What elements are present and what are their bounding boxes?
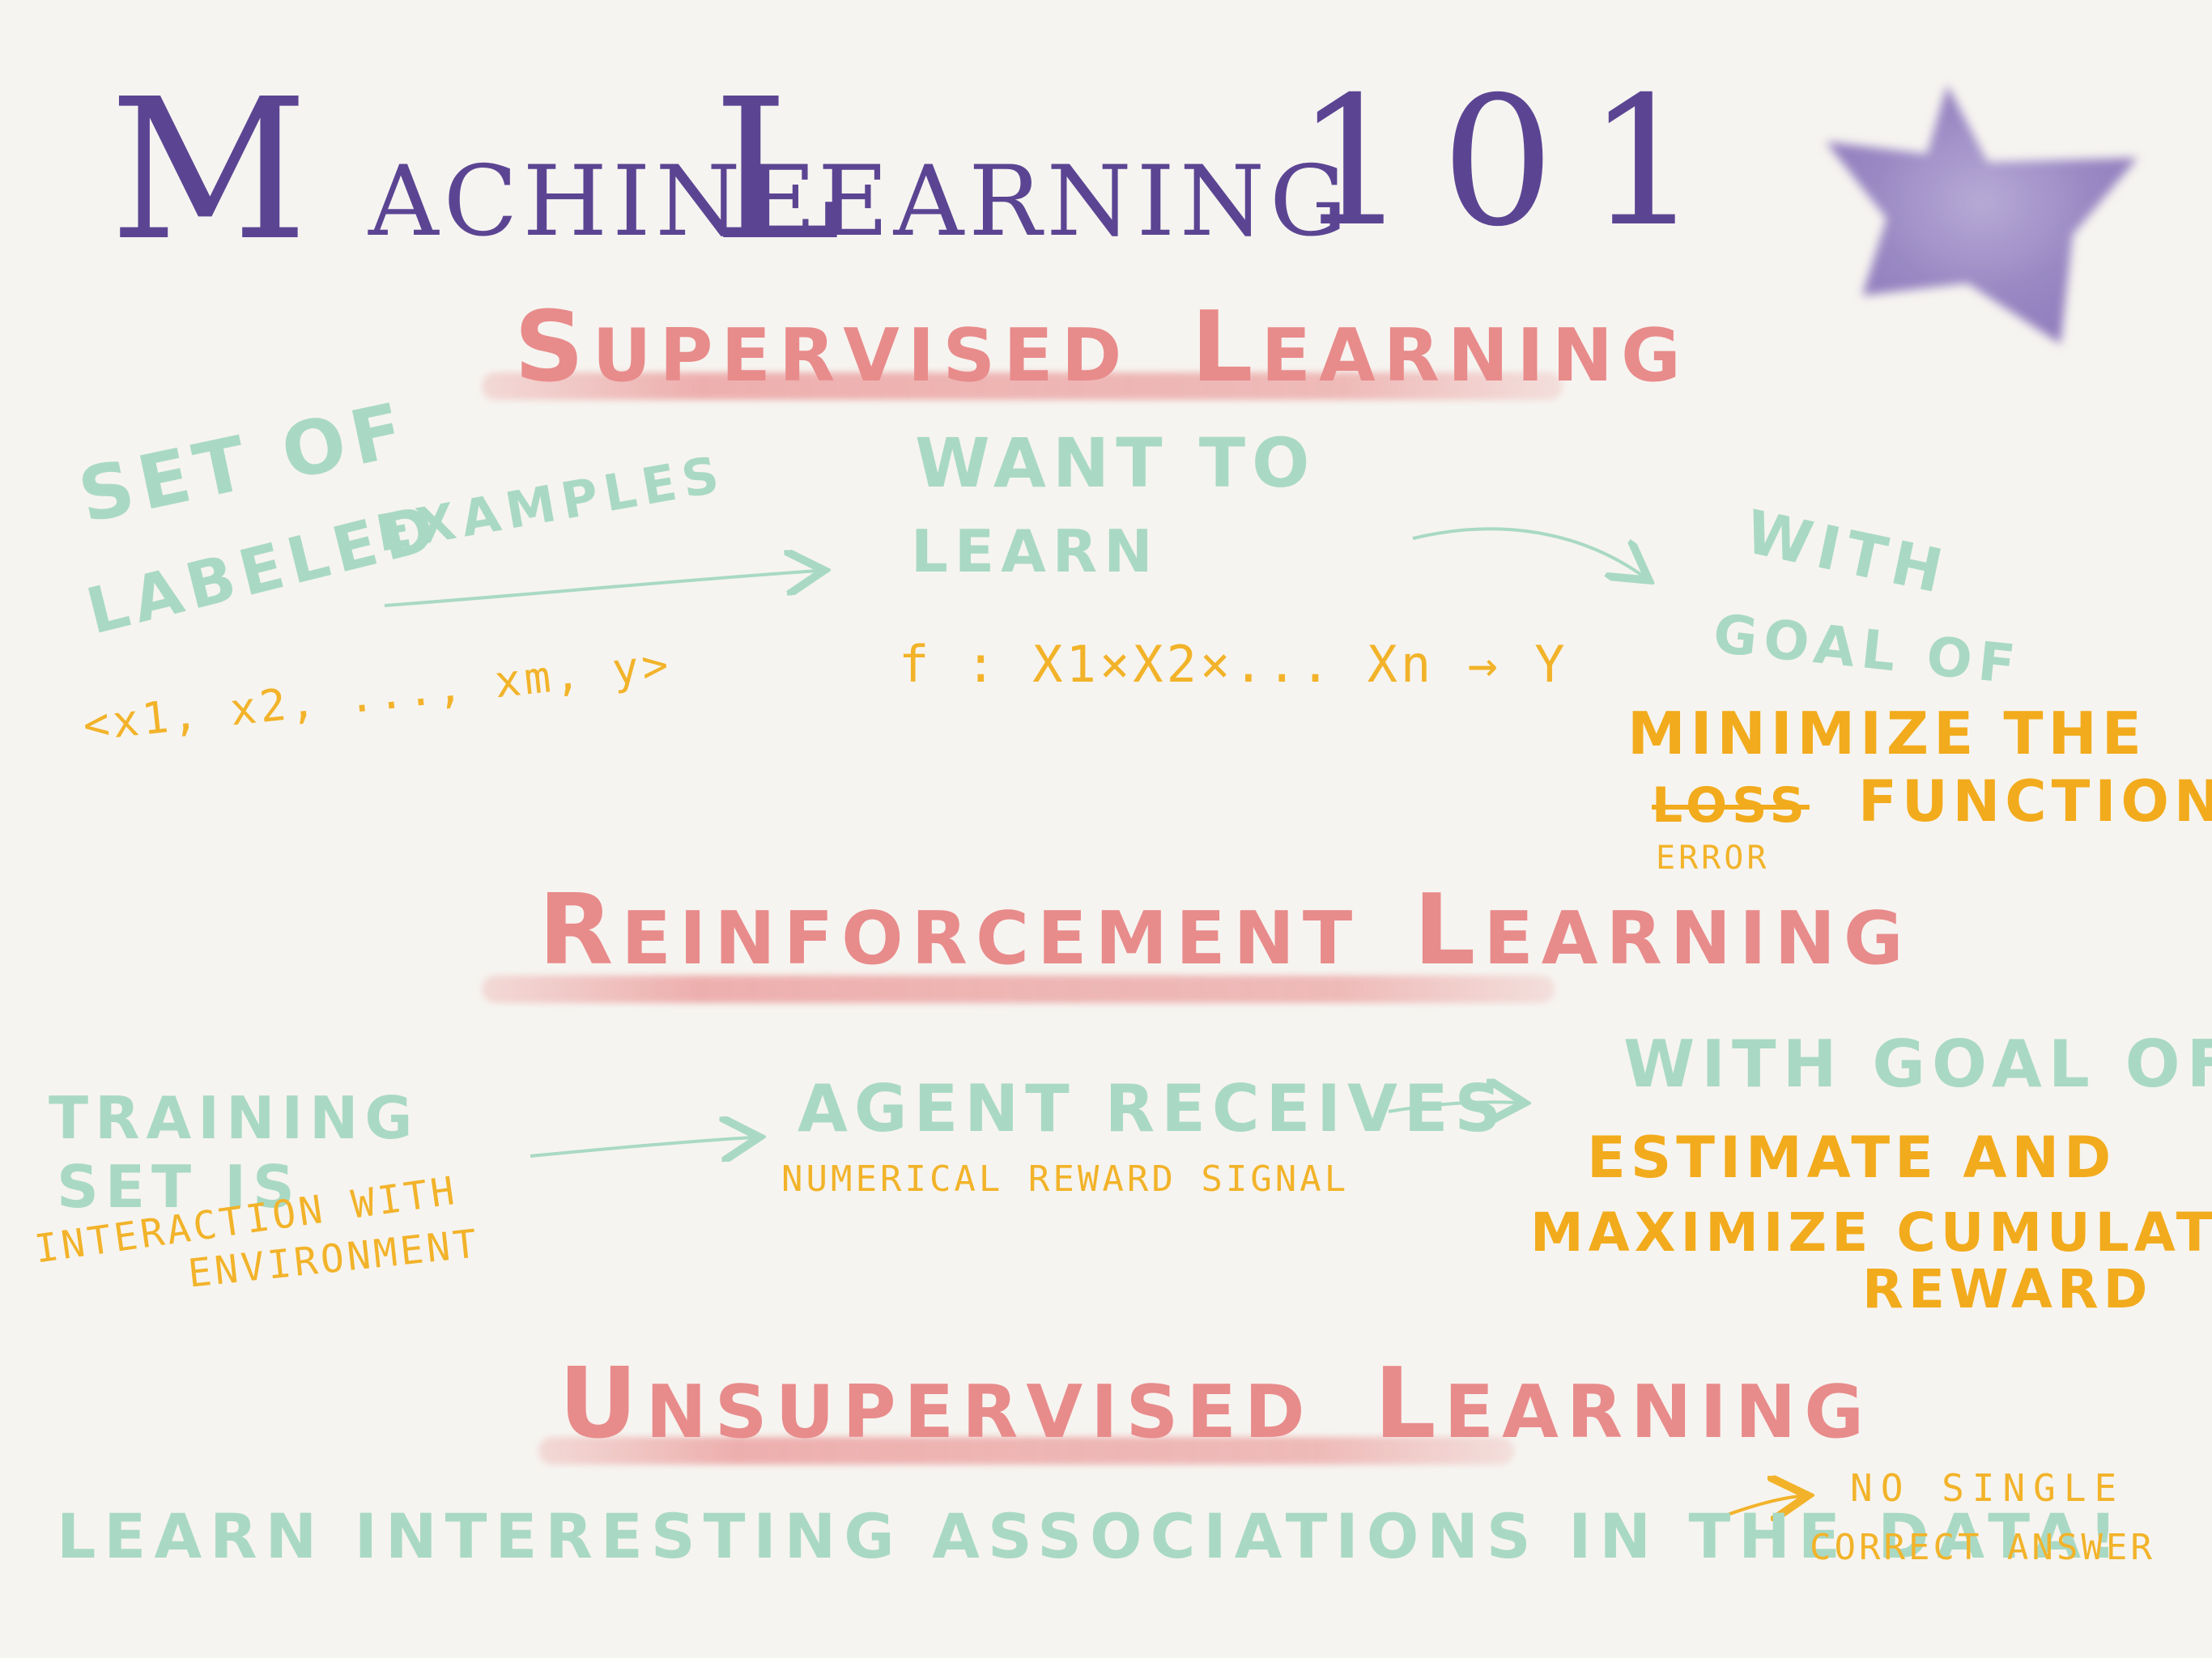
- tuple-notation: <x1, x2, ..., xm, y>: [80, 638, 674, 751]
- no-single-label: No single: [1850, 1466, 2125, 1510]
- title-initial-m: M: [109, 57, 312, 283]
- correct-answer-label: correct answer: [1810, 1527, 2155, 1568]
- heading-initial: R: [538, 874, 622, 987]
- heading-underline: [538, 1437, 1514, 1465]
- heading-initial: L: [1191, 291, 1261, 404]
- learn-label: learn: [911, 517, 1159, 585]
- with-goal-of-label: With Goal of: [1623, 1027, 2212, 1102]
- star-icon: [1826, 85, 2138, 344]
- heading-initial: L: [1374, 1348, 1444, 1460]
- heading-word: einforcement: [621, 896, 1361, 981]
- loss-struck-label: Loss: [1652, 777, 1810, 834]
- reward-signal-label: Numerical reward signal: [781, 1158, 1350, 1200]
- heading-word: earning: [1483, 896, 1912, 981]
- arrow-right-icon: [384, 571, 818, 607]
- heading-initial: L: [1413, 874, 1484, 987]
- heading-reinforcement-learning: Reinforcement Learning: [538, 882, 1912, 980]
- function-label: Function: [1858, 768, 2212, 835]
- estimate-and-label: Estimate and: [1587, 1124, 2116, 1191]
- training-label: Training: [49, 1084, 419, 1152]
- title-word-machine: achine: [368, 146, 822, 258]
- learn-associations-label: Learn interesting associations in the da…: [57, 1500, 2125, 1572]
- error-label: Error: [1656, 840, 1770, 877]
- reward-label: Reward: [1862, 1258, 2153, 1320]
- heading-initial: U: [559, 1348, 646, 1460]
- agent-receives-label: Agent receives: [798, 1071, 1508, 1146]
- goal-of-label: Goal of: [1710, 602, 2025, 697]
- heading-word: earning: [1261, 313, 1689, 398]
- with-label: With: [1739, 497, 1955, 608]
- heading-supervised-learning: Supervised Learning: [514, 300, 1689, 397]
- title-number: 101: [1295, 58, 1733, 266]
- arrow-right-icon: [1412, 527, 1644, 576]
- heading-word: earning: [1444, 1370, 1873, 1455]
- arrow-right-icon: [530, 1137, 753, 1156]
- minimize-the-label: Minimize the: [1627, 699, 2146, 767]
- heading-underline: [482, 372, 1563, 400]
- title-word-learning: earning: [818, 146, 1352, 258]
- heading-initial: S: [514, 291, 593, 404]
- want-to-label: Want to: [915, 423, 1317, 503]
- maximize-cumulative-label: Maximize cumulative: [1530, 1201, 2212, 1264]
- set-is-label: set is: [57, 1153, 301, 1221]
- heading-word: upervised: [592, 313, 1130, 398]
- examples-label: examples: [371, 444, 730, 563]
- title-initial-l: L: [713, 57, 845, 283]
- heading-unsupervised-learning: Unsupervised Learning: [559, 1356, 1872, 1453]
- function-notation: f : X1×X2×... Xn → Y: [899, 635, 1568, 694]
- heading-underline: [482, 976, 1555, 1003]
- heading-word: nsupervised: [645, 1370, 1313, 1455]
